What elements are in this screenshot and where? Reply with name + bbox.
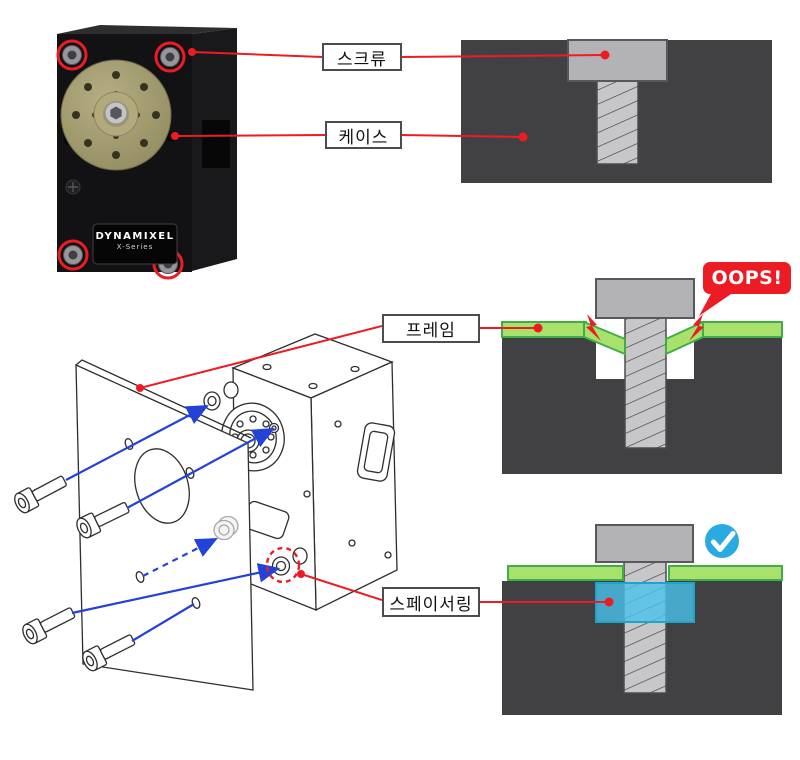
insertion-arrows: [65, 404, 281, 642]
servo-side-slot: [202, 120, 230, 168]
servo-top-face: [57, 25, 237, 34]
label-spacer-ring: 스페이서링: [382, 587, 480, 617]
brand-label: DYNAMIXEL X-Series: [93, 230, 177, 252]
lightning-bolt-icon: [586, 314, 704, 341]
section-with-spacer: [502, 524, 783, 715]
brand-name: DYNAMIXEL: [95, 231, 175, 242]
arrow-icon: [65, 404, 209, 481]
connector-slot: [356, 422, 396, 482]
section-case-mount: [461, 39, 772, 183]
label-case: 케이스: [325, 121, 402, 149]
oops-bubble-tail: [699, 292, 734, 316]
screw-cross-section: [623, 561, 667, 694]
screw-head: [567, 39, 668, 82]
exploded-view: [14, 333, 398, 691]
label-frame: 프레임: [382, 314, 480, 343]
mounting-bolts: [14, 475, 136, 672]
arrow-icon: [126, 427, 275, 509]
oops-badge: OOPS!: [703, 262, 791, 294]
check-icon: [705, 524, 739, 558]
spacer-highlight-circle: [265, 546, 301, 584]
screw-cross-section: [567, 39, 668, 165]
leader-lines: [139, 51, 609, 603]
frame-center-hole: [134, 448, 190, 524]
leader-dots: [136, 48, 614, 607]
servo-photo: [56, 25, 237, 280]
section-no-spacer: [501, 278, 783, 474]
screw-head: [595, 524, 694, 563]
screw-cross-section: [595, 278, 695, 449]
brand-plate: [92, 223, 178, 265]
brand-series: X-Series: [116, 243, 154, 251]
arrow-icon-dashed: [142, 538, 218, 577]
screw-head: [595, 278, 695, 319]
label-screw: 스크류: [322, 43, 402, 71]
servo-horn: [60, 59, 172, 171]
screw-highlight-circles: [56, 39, 186, 280]
insertion-line: [131, 603, 195, 642]
flat-frame-plate: [507, 565, 783, 581]
spacer-ring-drawing: [213, 515, 239, 541]
arrow-icon: [71, 563, 281, 615]
